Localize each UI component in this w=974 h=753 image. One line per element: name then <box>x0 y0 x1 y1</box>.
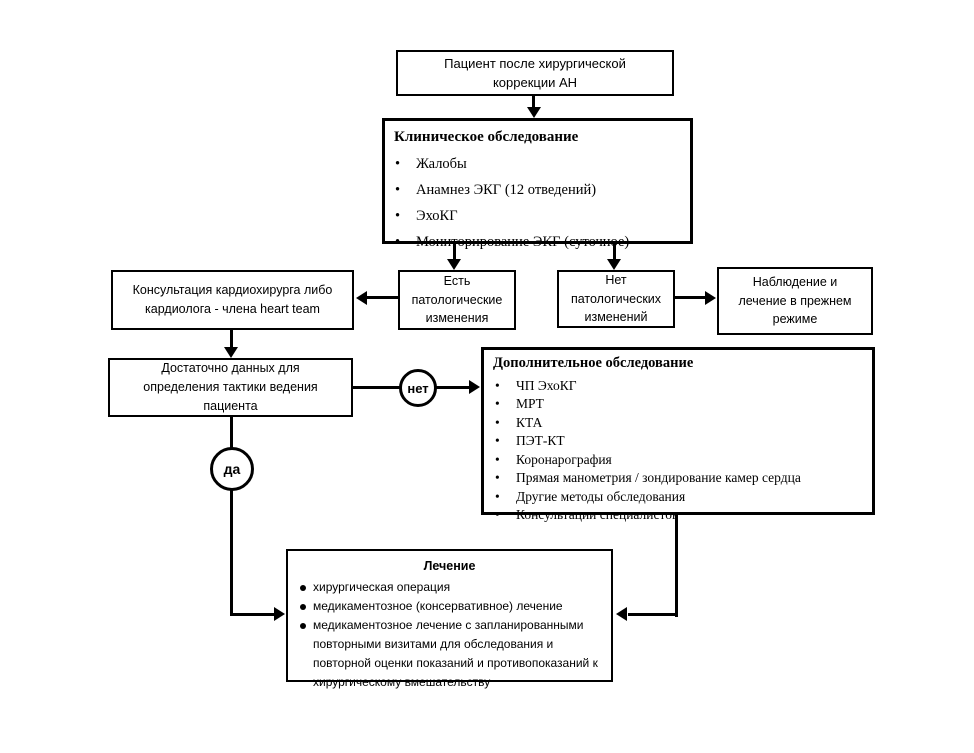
node-treatment: Лечение хирургическая операция медикамен… <box>286 549 613 689</box>
connector-additional-down <box>675 514 678 617</box>
node-no-pathology: Нет патологических изменений <box>557 270 675 328</box>
decision-no-label: нет <box>407 380 429 396</box>
clinical-exam-list: Жалобы Анамнез ЭКГ (12 отведений) ЭхоКГ … <box>385 151 690 255</box>
additional-exam-item: Другие методы обследования <box>484 488 872 507</box>
additional-exam-item: ПЭТ-КТ <box>484 432 872 451</box>
node-sufficient-data-label: Достаточно данных для определения тактик… <box>143 361 318 413</box>
additional-exam-list: ЧП ЭхоКГ МРТ КТА ПЭТ-КТ Коронарография П… <box>484 377 872 525</box>
arrowhead-yes-treatment <box>274 607 285 621</box>
arrowhead-clinical-haspath <box>447 259 461 270</box>
node-has-pathology: Есть патологические изменения <box>398 270 516 330</box>
clinical-exam-item: ЭхоКГ <box>385 203 690 229</box>
connector-sufficient-no <box>353 386 400 389</box>
additional-exam-item: МРТ <box>484 395 872 414</box>
node-clinical-exam: Клиническое обследование Жалобы Анамнез … <box>382 118 693 255</box>
treatment-list: хирургическая операция медикаментозное (… <box>288 578 605 692</box>
connector-clinical-haspath <box>453 243 456 260</box>
arrowhead-nopath-observation <box>705 291 716 305</box>
decision-yes-circle: да <box>210 447 254 491</box>
arrowhead-haspath-consult <box>356 291 367 305</box>
clinical-exam-item: Жалобы <box>385 151 690 177</box>
connector-additional-treatment <box>628 613 678 616</box>
bullet-dot-icon <box>300 584 306 591</box>
node-has-pathology-label: Есть патологические изменения <box>411 273 503 326</box>
node-consultation: Консультация кардиохирурга либо кардиоло… <box>111 270 354 330</box>
arrowhead-consult-sufficient <box>224 347 238 358</box>
connector-haspath-consult <box>366 296 398 299</box>
connector-nopath-observation <box>675 296 706 299</box>
clinical-exam-item: Мониторирование ЭКГ (суточное) <box>385 229 690 255</box>
clinical-exam-item: Анамнез ЭКГ (12 отведений) <box>385 177 690 203</box>
connector-sufficient-yes <box>230 417 233 448</box>
treatment-item: медикаментозное (консервативное) лечение <box>288 597 605 616</box>
connector-no-additional <box>436 386 470 389</box>
arrowhead-clinical-nopath <box>607 259 621 270</box>
treatment-item: хирургическая операция <box>288 578 605 597</box>
node-patient-label: Пациент после хирургической коррекции АН <box>444 55 626 91</box>
additional-exam-item: ЧП ЭхоКГ <box>484 377 872 396</box>
node-observation: Наблюдение и лечение в прежнем режиме <box>717 267 873 335</box>
connector-patient-clinical <box>532 94 535 108</box>
arrowhead-additional-treatment <box>616 607 627 621</box>
connector-consult-sufficient <box>230 330 233 348</box>
bullet-dot-icon <box>300 622 306 629</box>
clinical-exam-title: Клиническое обследование <box>394 129 579 145</box>
treatment-title: Лечение <box>423 559 476 573</box>
additional-exam-item: Консультации специалистов <box>484 506 872 525</box>
arrowhead-patient-clinical <box>527 107 541 118</box>
additional-exam-item: Прямая манометрия / зондирование камер с… <box>484 469 872 488</box>
node-sufficient-data: Достаточно данных для определения тактик… <box>108 358 353 417</box>
bullet-dot-icon <box>300 603 306 610</box>
node-no-pathology-label: Нет патологических изменений <box>570 272 662 325</box>
decision-yes-label: да <box>223 461 241 477</box>
arrowhead-no-additional <box>469 380 480 394</box>
additional-exam-item: Коронарография <box>484 451 872 470</box>
connector-yes-down <box>230 490 233 616</box>
node-observation-label: Наблюдение и лечение в прежнем режиме <box>738 274 852 327</box>
node-consultation-label: Консультация кардиохирурга либо кардиоло… <box>132 283 333 316</box>
connector-clinical-nopath <box>613 243 616 260</box>
additional-exam-item: КТА <box>484 414 872 433</box>
treatment-item: медикаментозное лечение с запланированны… <box>288 616 605 692</box>
node-patient: Пациент после хирургической коррекции АН <box>396 50 674 96</box>
connector-yes-treatment <box>230 613 275 616</box>
decision-no-circle: нет <box>399 369 437 407</box>
additional-exam-title: Дополнительное обследование <box>493 355 694 371</box>
node-additional-exam: Дополнительное обследование ЧП ЭхоКГ МРТ… <box>481 347 875 524</box>
